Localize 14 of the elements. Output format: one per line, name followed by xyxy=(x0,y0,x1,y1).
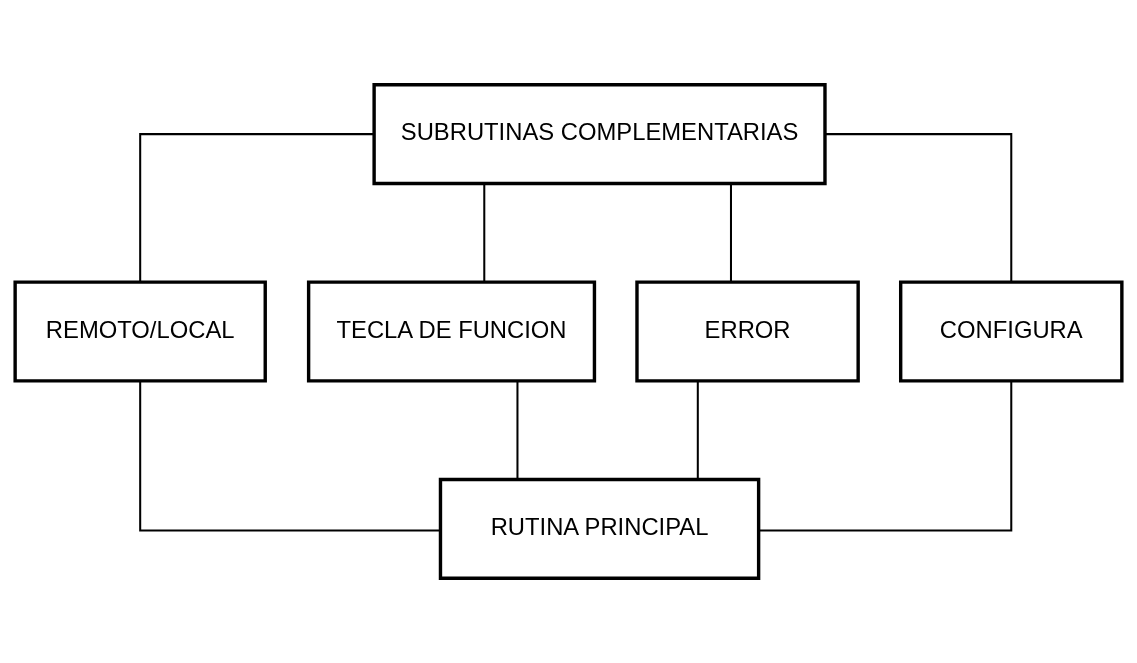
connector xyxy=(139,381,441,532)
node-box: CONFIGURA xyxy=(899,280,1124,383)
connector xyxy=(139,133,374,282)
connector xyxy=(825,133,1013,282)
connector xyxy=(516,381,519,480)
node-box: RUTINA PRINCIPAL xyxy=(438,477,761,580)
connector xyxy=(758,381,1013,532)
node-box: REMOTO/LOCAL xyxy=(13,280,267,383)
node-box: TECLA DE FUNCION xyxy=(306,280,597,383)
connector xyxy=(729,183,732,282)
node-box: SUBRUTINAS COMPLEMENTARIAS xyxy=(372,83,827,186)
node-box: ERROR xyxy=(635,280,860,383)
connector xyxy=(483,183,486,282)
connector xyxy=(696,381,699,480)
